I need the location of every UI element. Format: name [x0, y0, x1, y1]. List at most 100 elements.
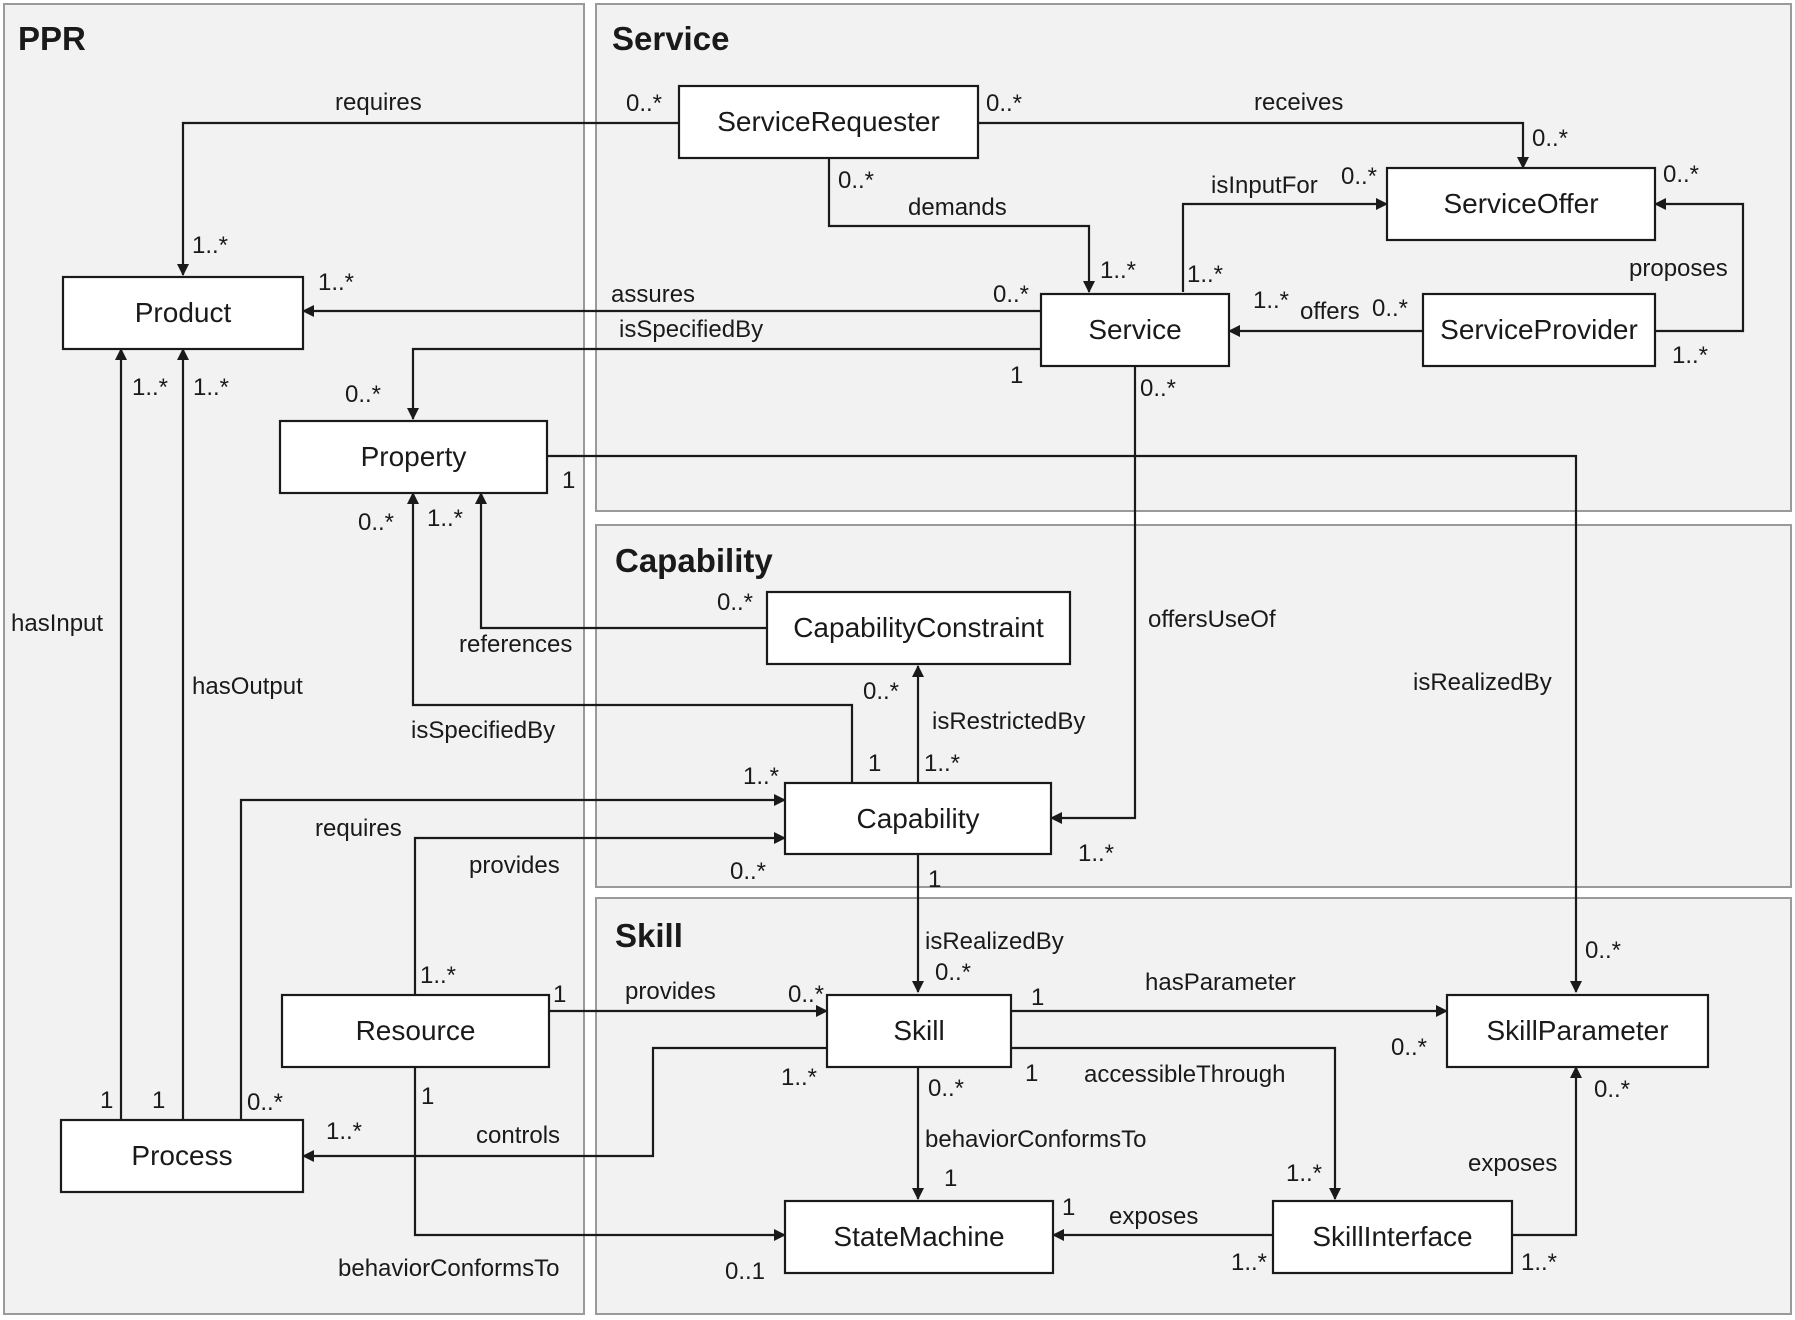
package-service-title: Service [612, 20, 729, 57]
multiplicity: 0..* [863, 678, 899, 705]
class-process[interactable]: Process [59, 1118, 305, 1194]
multiplicity: 0..* [1391, 1034, 1427, 1061]
multiplicity: 1 [100, 1087, 113, 1114]
multiplicity: 1 [1010, 362, 1023, 389]
assoc-label: offers [1300, 298, 1360, 325]
assoc-label: exposes [1109, 1203, 1198, 1230]
class-service-name: Service [1088, 314, 1181, 345]
assoc-label: accessibleThrough [1084, 1061, 1285, 1088]
edge-requester-receives-offer [978, 121, 1529, 169]
assoc-label: isInputFor [1211, 172, 1318, 199]
multiplicity: 1..* [743, 763, 779, 790]
multiplicity: 0..* [247, 1089, 283, 1116]
class-state-machine[interactable]: StateMachine [783, 1199, 1055, 1275]
multiplicity: 1 [944, 1165, 957, 1192]
multiplicity: 0..* [935, 959, 971, 986]
edge-capability-specified-by-property [407, 492, 854, 783]
multiplicity: 0..* [838, 167, 874, 194]
multiplicity: 1..* [427, 505, 463, 532]
multiplicity: 1..* [924, 750, 960, 777]
multiplicity: 1 [928, 866, 941, 893]
assoc-label: behaviorConformsTo [338, 1255, 559, 1282]
class-capability[interactable]: Capability [783, 781, 1053, 856]
assoc-label: hasParameter [1145, 969, 1296, 996]
assoc-label: isRealizedBy [925, 928, 1064, 955]
assoc-label: provides [469, 852, 560, 879]
assoc-label: behaviorConformsTo [925, 1126, 1146, 1153]
class-state-machine-name: StateMachine [833, 1221, 1004, 1252]
class-skill-parameter[interactable]: SkillParameter [1445, 993, 1710, 1069]
multiplicity: 1 [421, 1083, 434, 1110]
multiplicity: 1 [1031, 984, 1044, 1011]
assoc-label: isRestrictedBy [932, 708, 1085, 735]
class-resource-name: Resource [356, 1015, 476, 1046]
edge-requester-requires-product [177, 121, 679, 276]
edge-resource-provides-capability [413, 832, 786, 995]
multiplicity: 1..* [781, 1064, 817, 1091]
assoc-label: proposes [1629, 255, 1728, 282]
edge-skill-controls-process [302, 1046, 827, 1162]
multiplicity: 1..* [193, 374, 229, 401]
multiplicity: 0..* [788, 981, 824, 1008]
multiplicity: 0..1 [725, 1258, 765, 1285]
assoc-label: controls [476, 1122, 560, 1149]
class-service-provider[interactable]: ServiceProvider [1421, 292, 1657, 368]
assoc-label: requires [335, 89, 422, 116]
class-skill[interactable]: Skill [825, 993, 1013, 1069]
multiplicity: 1..* [1100, 257, 1136, 284]
assoc-label: hasOutput [192, 673, 303, 700]
edge-skill-accessible-through-interface [1011, 1046, 1341, 1200]
multiplicity: 1 [1062, 1194, 1075, 1221]
package-service: Service [595, 3, 1792, 512]
edge-process-requires-capability [239, 794, 786, 1120]
multiplicity: 1..* [1078, 840, 1114, 867]
class-service[interactable]: Service [1039, 292, 1231, 368]
multiplicity: 1..* [1521, 1249, 1557, 1276]
multiplicity: 0..* [1594, 1076, 1630, 1103]
class-property[interactable]: Property [278, 419, 549, 495]
class-skill-interface[interactable]: SkillInterface [1271, 1199, 1514, 1275]
multiplicity: 1 [1025, 1060, 1038, 1087]
class-resource[interactable]: Resource [280, 993, 551, 1069]
edge-provider-proposes-offer [1654, 198, 1745, 333]
edge-resource-behavior-state-machine [413, 1067, 786, 1241]
multiplicity: 0..* [993, 281, 1029, 308]
class-skill-parameter-name: SkillParameter [1486, 1015, 1668, 1046]
assoc-label: provides [625, 978, 716, 1005]
multiplicity: 1 [553, 981, 566, 1008]
edge-service-specified-by-property [407, 347, 1041, 420]
multiplicity: 0..* [1663, 161, 1699, 188]
assoc-label: isSpecifiedBy [411, 717, 555, 744]
package-ppr-title: PPR [18, 20, 86, 57]
class-service-requester[interactable]: ServiceRequester [677, 84, 980, 160]
multiplicity: 1..* [132, 374, 168, 401]
assoc-label: references [459, 631, 572, 658]
edge-property-realized-by-parameter [547, 454, 1582, 993]
package-skill: Skill [595, 897, 1792, 1315]
edge-constraint-references-property [475, 492, 767, 630]
multiplicity: 1..* [1187, 261, 1223, 288]
multiplicity: 0..* [345, 381, 381, 408]
assoc-label: requires [315, 815, 402, 842]
edge-interface-exposes-parameter [1512, 1066, 1582, 1237]
multiplicity: 1..* [1231, 1249, 1267, 1276]
class-product-name: Product [135, 297, 232, 328]
class-capability-constraint-name: CapabilityConstraint [793, 612, 1044, 643]
class-service-offer[interactable]: ServiceOffer [1385, 166, 1657, 242]
edge-service-is-input-for-offer [1181, 198, 1388, 292]
edge-service-offers-use-of-capability [1050, 367, 1137, 824]
multiplicity: 1..* [1672, 342, 1708, 369]
class-process-name: Process [131, 1140, 232, 1171]
multiplicity: 1 [562, 467, 575, 494]
association-labels: requires 0..* 1..* receives 0..* 0..* de… [11, 89, 1728, 1285]
class-service-offer-name: ServiceOffer [1443, 188, 1598, 219]
multiplicity: 0..* [1585, 937, 1621, 964]
multiplicity: 0..* [626, 90, 662, 117]
multiplicity: 0..* [1372, 295, 1408, 322]
multiplicity: 1..* [1286, 1160, 1322, 1187]
class-capability-name: Capability [857, 803, 980, 834]
class-capability-constraint[interactable]: CapabilityConstraint [765, 590, 1072, 666]
class-product[interactable]: Product [61, 275, 305, 351]
multiplicity: 0..* [730, 858, 766, 885]
multiplicity: 0..* [928, 1075, 964, 1102]
